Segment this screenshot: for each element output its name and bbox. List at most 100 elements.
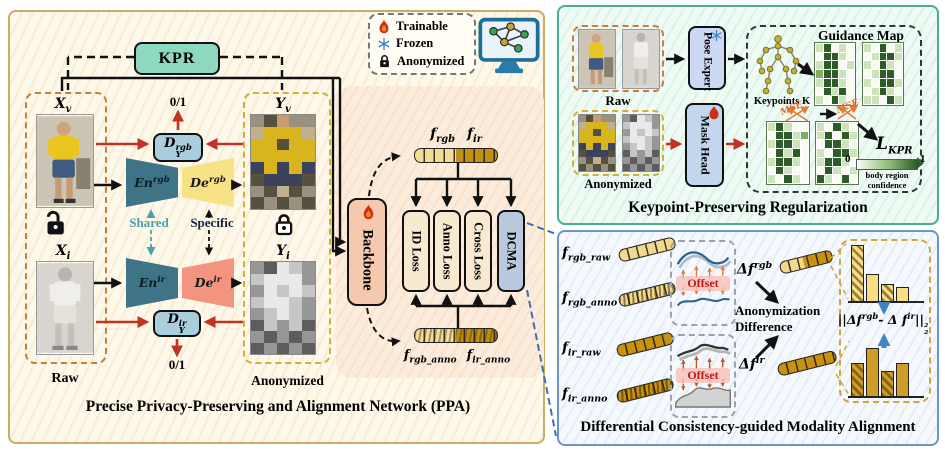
reid-monitor-icon: [478, 17, 540, 74]
kpr-label: KPR: [158, 49, 196, 67]
kpr-panel-title: Keypoint-Preserving Regularization: [628, 199, 868, 216]
dcma-panel-title: Differential Consistency-guided Modality…: [580, 419, 916, 435]
raw-rgb-photo: [36, 114, 94, 208]
anno-loss-label: Anno Loss: [440, 222, 455, 280]
delta-ir-bar-chart: [848, 338, 924, 398]
cross-loss-box: Cross Loss: [464, 210, 492, 292]
f-rgb-raw-label: frgb_raw: [562, 245, 611, 264]
pose-expert-box: Pose Expert: [688, 26, 726, 92]
offset-rgb-label: Offset: [676, 276, 730, 291]
raw-caption: Raw: [51, 371, 79, 386]
kpr-module-box: KPR: [134, 42, 220, 75]
encoder-rgb-label: Enrgb: [134, 174, 170, 191]
delta-rgb-label: Δfrgb: [737, 260, 773, 278]
f-rgb-label: frgb: [430, 126, 455, 145]
kpr-anonymized-caption: Anonymized: [584, 177, 652, 191]
features-raw-labels: frgb fir: [406, 126, 506, 145]
backbone-box: Backbone: [347, 198, 387, 306]
kpr-detail-box: [746, 25, 922, 193]
anonymized-ir-mosaic: [250, 261, 316, 355]
pose-expert-label: Pose Expert: [701, 32, 714, 92]
anonymized-caption: Anonymized: [251, 373, 324, 388]
features-anno-labels: frgb_anno fir_anno: [392, 348, 522, 366]
lock-icon: [380, 55, 389, 68]
ppa-title: Precise Privacy-Preserving and Alignment…: [85, 398, 471, 415]
legend-trainable: Trainable: [378, 19, 466, 34]
encoder-rgb-trapezoid: Enrgb: [126, 158, 178, 207]
discriminator-output-bottom: 0/1: [168, 357, 186, 372]
legend-frozen-label: Frozen: [396, 36, 434, 51]
feature-vector-anonymized: [414, 328, 498, 343]
feature-vector-raw: [414, 148, 498, 163]
discriminator-output-top: 0/1: [169, 94, 187, 109]
snowflake-icon: [378, 37, 390, 50]
f-ir-raw-label: fir_raw: [562, 340, 601, 359]
offset-curves-ir-icon: [675, 343, 731, 408]
predicted-mask-grid-1: [766, 121, 810, 185]
specific-label: Specific: [190, 215, 234, 230]
unlock-icon: [46, 210, 64, 235]
dcma-label: DCMA: [504, 231, 519, 271]
raw-column-box: [25, 92, 107, 364]
encoder-ir-trapezoid: Enir: [126, 258, 178, 308]
kpr-anon-ir-mosaic: [622, 114, 660, 172]
f-rgb-anno-label: frgb_anno: [403, 348, 457, 366]
legend-anonymized: Anonymized: [378, 54, 466, 69]
offset-ir-label: Offset: [676, 368, 730, 383]
f-ir-anno-label: fir_anno: [562, 386, 608, 405]
snowflake-icon: [711, 30, 722, 41]
scale-max-label: 1: [920, 153, 926, 165]
decoder-ir-label: Deir: [194, 275, 222, 291]
shared-label: Shared: [129, 215, 169, 230]
guidance-map-grid-1: [814, 42, 856, 106]
mask-head-box: Mask Head: [685, 103, 724, 187]
guidance-map-label: Guidance Map: [818, 28, 904, 43]
confidence-gradient-bar: [856, 157, 924, 170]
kpr-raw-ir-photo: [622, 29, 660, 89]
f-ir-label: fir: [466, 126, 482, 145]
difference-result-box: [839, 239, 931, 403]
kpr-anonymized-images-box: [572, 110, 664, 176]
delta-rgb-bar-chart: [848, 243, 924, 303]
encoder-ir-label: Enir: [138, 275, 166, 291]
kpr-raw-rgb-photo: [578, 29, 616, 89]
id-loss-label: ID Loss: [409, 230, 424, 272]
kpr-anon-rgb-mosaic: [578, 114, 616, 172]
predicted-mask-grid-2: [815, 121, 859, 185]
guidance-map-grid-2: [862, 42, 904, 106]
kpr-loss-label: LKPR: [876, 134, 913, 157]
scale-min-label: 0: [845, 153, 851, 165]
offset-box-rgb: Offset: [670, 240, 736, 326]
flame-icon: [363, 205, 374, 220]
keypoints-label: Keypoints K: [753, 96, 811, 107]
yi-label: Yi: [276, 243, 290, 262]
xv-label: Xv: [54, 96, 72, 115]
backbone-label: Backbone: [359, 229, 376, 291]
flame-icon: [379, 19, 389, 33]
raw-ir-photo: [36, 261, 94, 355]
decoder-rgb-trapezoid: Dergb: [182, 158, 234, 207]
dcma-alignment-panel: [557, 230, 939, 446]
decoder-ir-trapezoid: Deir: [182, 258, 234, 308]
kpr-raw-images-box: [572, 25, 664, 92]
offset-curves-rgb-icon: [676, 251, 732, 307]
anno-loss-box: Anno Loss: [433, 210, 461, 292]
legend-anonymized-label: Anonymized: [397, 53, 465, 68]
legend-box: Trainable Frozen Anonymized: [368, 13, 476, 75]
lock-icon: [275, 214, 293, 236]
anonymized-rgb-mosaic: [250, 114, 316, 210]
xi-label: Xi: [55, 243, 71, 262]
decoder-rgb-label: Dergb: [190, 174, 226, 191]
anonymized-column-box: [243, 92, 331, 364]
dcma-box: DCMA: [497, 210, 525, 292]
keypoints-skeleton-icon: [756, 35, 800, 95]
flame-icon: [709, 106, 719, 120]
